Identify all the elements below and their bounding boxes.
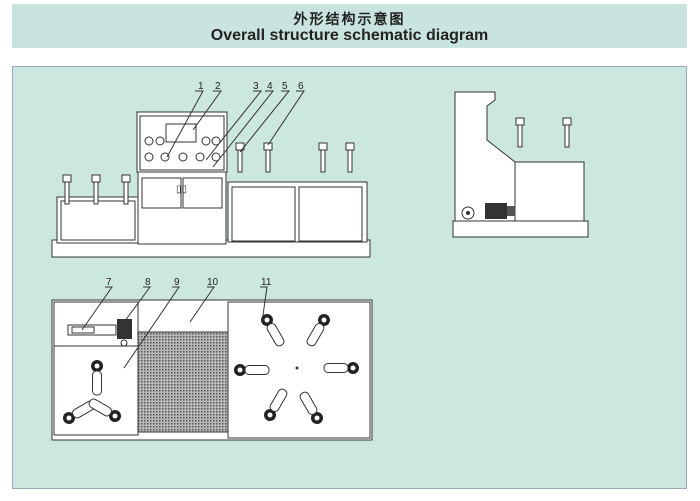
callout-5: 5 bbox=[282, 81, 288, 92]
top-motor bbox=[117, 319, 132, 339]
callout-7: 7 bbox=[106, 277, 112, 288]
svg-text:▯▯: ▯▯ bbox=[176, 184, 187, 195]
callout-6: 6 bbox=[298, 81, 304, 92]
callout-11: 11 bbox=[261, 277, 272, 288]
side-frame bbox=[454, 91, 516, 222]
title-chinese: 外形结构示意图 bbox=[293, 12, 406, 28]
front-view: ▯▯ bbox=[51, 111, 371, 258]
top-component bbox=[67, 324, 117, 336]
side-tank bbox=[514, 161, 585, 222]
top-view bbox=[51, 299, 373, 441]
motor bbox=[485, 203, 507, 219]
title-banner: 外形结构示意图 Overall structure schematic diag… bbox=[12, 4, 687, 48]
control-display bbox=[165, 123, 197, 143]
title-english: Overall structure schematic diagram bbox=[210, 27, 489, 44]
callout-9: 9 bbox=[174, 277, 180, 288]
callout-2: 2 bbox=[215, 81, 221, 92]
callout-8: 8 bbox=[145, 277, 151, 288]
callout-10: 10 bbox=[207, 277, 219, 288]
callout-numbers: 1 2 3 4 5 6 7 8 9 10 11 bbox=[106, 81, 304, 288]
callout-3: 3 bbox=[253, 81, 259, 92]
callout-leaders bbox=[81, 90, 305, 369]
callout-4: 4 bbox=[267, 81, 273, 92]
side-view bbox=[452, 91, 589, 238]
callout-1: 1 bbox=[198, 81, 204, 92]
mesh-section bbox=[137, 331, 229, 433]
right-tanks bbox=[227, 181, 368, 243]
side-base bbox=[452, 220, 589, 238]
